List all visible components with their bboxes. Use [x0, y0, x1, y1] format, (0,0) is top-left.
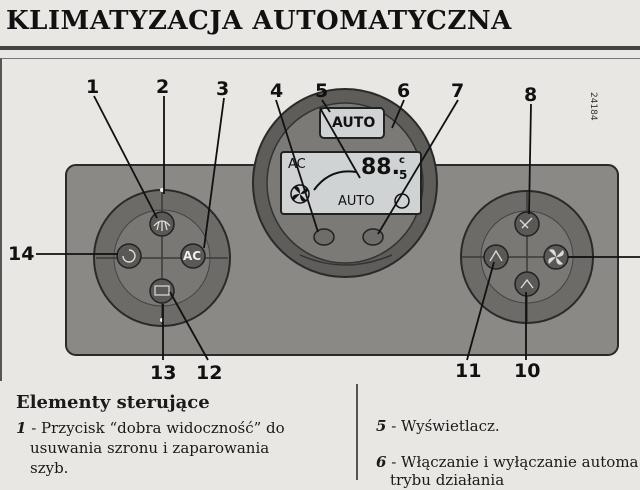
display-auto-bottom: AUTO: [338, 194, 375, 209]
rear-defrost-button[interactable]: [149, 278, 175, 304]
list-item: 5 - Wyświetlacz.: [376, 416, 500, 436]
list-item: 1 - Przycisk “dobra widoczność” do usuwa…: [16, 418, 334, 478]
callout-10: 10: [514, 360, 541, 382]
display-temp-decimal: 5: [399, 168, 408, 182]
figure-reference: 24184: [588, 92, 598, 121]
item-separator: -: [26, 419, 42, 437]
callout-7: 7: [451, 80, 465, 102]
item-number: 5: [376, 417, 387, 435]
callout-5: 5: [315, 80, 329, 102]
display-auto-top: AUTO: [332, 115, 376, 131]
item-text: Włączanie i wyłączanie automa: [401, 453, 639, 471]
button-11[interactable]: [483, 244, 509, 270]
ac-button-label: AC: [183, 249, 202, 263]
item-text: Przycisk “dobra widoczność” do: [41, 419, 285, 437]
leader-lines: [36, 95, 640, 361]
fan-speed-button[interactable]: [543, 244, 569, 270]
auto-top-window: [319, 107, 385, 139]
button-4[interactable]: [313, 228, 335, 246]
display-temp-unit: c: [399, 155, 405, 166]
ac-button[interactable]: [180, 243, 206, 269]
control-panel-diagram: [36, 88, 640, 361]
display-screen: [280, 151, 422, 215]
item-text: Wyświetlacz.: [401, 417, 500, 435]
airflow-curve: [313, 170, 357, 191]
rear-defrost-icon: [154, 285, 170, 296]
recirc-button[interactable]: [116, 243, 142, 269]
callout-6: 6: [397, 80, 411, 102]
defrost-icon: [153, 220, 171, 231]
button-10[interactable]: [514, 271, 540, 297]
display-ac: AC: [288, 157, 306, 172]
callout-14: 14: [8, 243, 35, 265]
callout-2: 2: [156, 76, 170, 98]
section-heading: Elementy sterujące: [16, 392, 210, 413]
callout-8: 8: [524, 84, 538, 106]
recirc-icon: [122, 249, 136, 263]
item-number: 1: [16, 419, 27, 437]
item-separator: -: [386, 453, 402, 471]
item-continuation: trybu działania: [390, 471, 505, 489]
list-item: 6 - Włączanie i wyłączanie automa trybu …: [376, 452, 638, 490]
display-temperature: 88.: [361, 155, 400, 180]
item-number: 6: [376, 453, 387, 471]
item-continuation-2: szyb.: [30, 459, 69, 477]
page-title: KLIMATYZACJA AUTOMATYCZNA: [6, 6, 512, 36]
fan-speed-icon: [548, 249, 564, 265]
item-continuation: usuwania szronu i zaparowania: [30, 439, 270, 457]
callout-1: 1: [86, 76, 100, 98]
figure-frame: [0, 58, 640, 381]
button-8[interactable]: [514, 211, 540, 237]
item-separator: -: [386, 417, 402, 435]
callout-3: 3: [216, 78, 230, 100]
callout-13: 13: [150, 362, 177, 384]
callout-11: 11: [455, 360, 482, 382]
column-divider: [356, 384, 358, 480]
callout-4: 4: [270, 80, 284, 102]
title-rule: [0, 46, 640, 50]
callout-12: 12: [196, 362, 223, 384]
